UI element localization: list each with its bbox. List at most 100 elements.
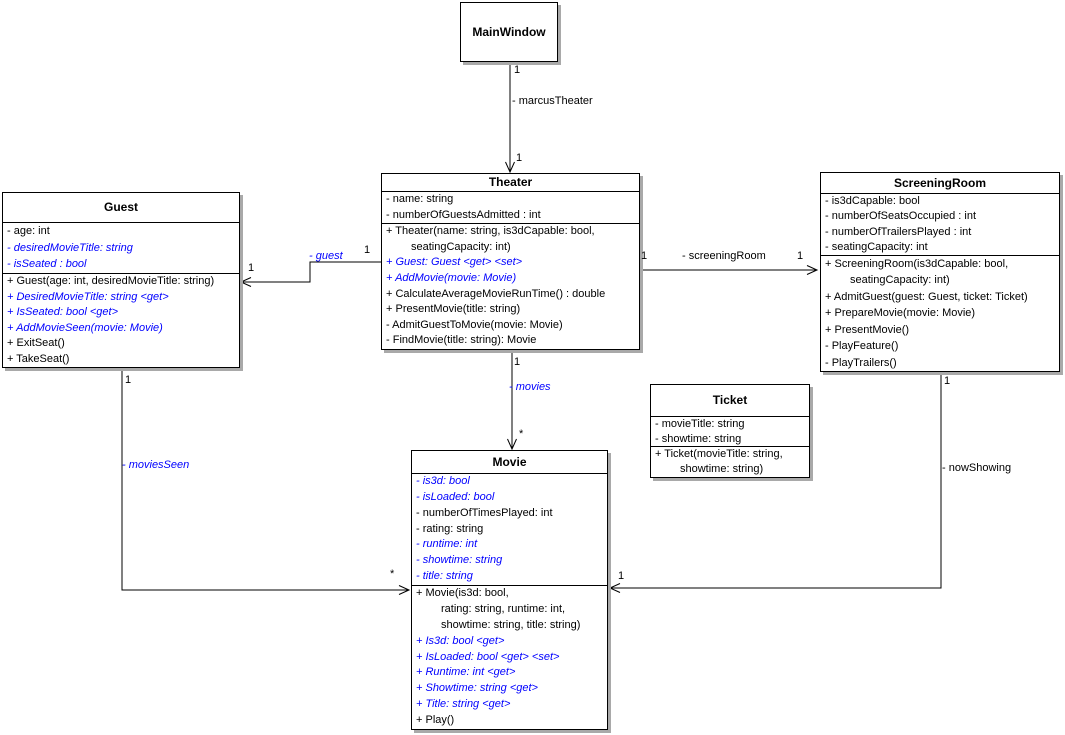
methods-compartment: + Movie(is3d: bool, rating: string, runti…: [412, 585, 607, 729]
connector-screeningroom-movie[interactable]: [610, 372, 942, 589]
method-row: - PlayTrailers(): [825, 356, 897, 369]
attribute-row: - numberOfTimesPlayed: int: [416, 506, 553, 519]
connector-label: - nowShowing: [942, 462, 1012, 474]
attributes-compartment: - is3dCapable: bool - numberOfSeatsOccupi…: [821, 193, 1059, 255]
method-row: + Showtime: string <get>: [416, 682, 538, 695]
method-row: + Guest: Guest <get> <set>: [386, 256, 523, 269]
method-row: showtime: string, title: string): [441, 618, 581, 631]
class-name: MainWindow: [472, 25, 546, 39]
method-row: + PresentMovie(title: string): [386, 303, 521, 316]
methods-compartment: + ScreeningRoom(is3dCapable: bool, seatin…: [821, 255, 1059, 371]
method-row: + IsSeated: bool <get>: [7, 306, 119, 318]
class-name: ScreeningRoom: [893, 176, 986, 190]
open-arrowhead-icon: [608, 583, 621, 593]
method-row: + AddMovieSeen(movie: Movie): [7, 321, 163, 334]
attributes-compartment: - name: string - numberOfGuestsAdmitted :…: [382, 191, 639, 223]
open-arrowhead-icon: [398, 585, 411, 595]
connector-label: 1: [944, 375, 951, 387]
attributes-compartment: - age: int - desiredMovieTitle: string - i…: [3, 222, 239, 273]
attribute-row: - movieTitle: string: [655, 418, 745, 430]
connector-label: 1: [364, 244, 371, 256]
class-name: Ticket: [712, 393, 748, 407]
attribute-row: - numberOfGuestsAdmitted : int: [386, 208, 541, 221]
connector-label: 1: [516, 152, 523, 164]
connector-label: 1: [618, 570, 625, 582]
connector-label: - marcusTheater: [512, 95, 593, 107]
attribute-row: - desiredMovieTitle: string: [7, 241, 133, 254]
attribute-row: - showtime: string: [655, 432, 742, 445]
method-row: + Runtime: int <get>: [416, 666, 516, 679]
method-row: + AdmitGuest(guest: Guest, ticket: Ticke…: [825, 290, 1028, 303]
class-ticket[interactable]: Ticket - movieTitle: string - showtime: st…: [650, 384, 810, 478]
method-row: + TakeSeat(): [7, 352, 70, 365]
class-screeningroom[interactable]: ScreeningRoom - is3dCapable: bool - number…: [820, 172, 1060, 372]
attribute-row: - numberOfTrailersPlayed : int: [825, 225, 972, 238]
method-row: + PresentMovie(): [825, 323, 910, 336]
class-guest[interactable]: Guest - age: int - desiredMovieTitle: stri…: [2, 192, 240, 368]
attribute-row: - age: int: [7, 225, 50, 237]
class-name: Theater: [488, 175, 533, 189]
method-row: rating: string, runtime: int,: [441, 602, 566, 615]
method-row: + Theater(name: string, is3dCapable: boo…: [386, 225, 595, 237]
connector-guest-movie[interactable]: [121, 368, 409, 591]
open-arrowhead-icon: [806, 265, 819, 275]
methods-compartment: + Guest(age: int, desiredMovieTitle: str…: [3, 273, 239, 367]
open-arrowhead-icon: [505, 161, 515, 174]
connector-label: 1: [797, 250, 804, 262]
methods-compartment: + Ticket(movieTitle: string, showtime: st…: [651, 446, 809, 477]
method-row: + PrepareMovie(movie: Movie): [825, 307, 976, 320]
attribute-row: - isSeated : bool: [7, 258, 87, 271]
attribute-row: - name: string: [386, 193, 454, 205]
class-movie[interactable]: Movie - is3d: bool - isLoaded: bool - numbe…: [411, 450, 608, 730]
connector-label: 1: [641, 250, 648, 262]
connector-label: - screeningRoom: [682, 250, 766, 262]
method-row: seatingCapacity: int): [850, 274, 950, 287]
attribute-row: - rating: string: [416, 522, 484, 535]
method-row: - PlayFeature(): [825, 340, 899, 353]
methods-compartment: + Theater(name: string, is3dCapable: boo…: [382, 223, 639, 349]
method-row: + AddMovie(movie: Movie): [386, 271, 517, 284]
method-row: + Guest(age: int, desiredMovieTitle: str…: [7, 275, 215, 287]
attribute-row: - showtime: string: [416, 554, 503, 567]
class-name: Guest: [103, 200, 138, 214]
method-row: showtime: string): [680, 463, 764, 475]
class-mainwindow[interactable]: MainWindow: [460, 2, 558, 62]
connector-label: - moviesSeen: [122, 459, 190, 471]
method-row: + ExitSeat(): [7, 337, 65, 349]
attribute-row: - runtime: int: [416, 538, 478, 551]
connector-label: 1: [514, 356, 521, 368]
connector-label: - guest: [309, 250, 343, 262]
attribute-row: - is3dCapable: bool: [825, 195, 920, 207]
method-row: + ScreeningRoom(is3dCapable: bool,: [825, 258, 1009, 270]
method-row: + Movie(is3d: bool,: [416, 587, 509, 599]
connector-label: - movies: [509, 381, 551, 393]
connector-label: *: [519, 428, 524, 440]
class-name: Movie: [492, 455, 527, 469]
method-row: + IsLoaded: bool <get> <set>: [416, 650, 560, 663]
open-arrowhead-icon: [507, 438, 517, 451]
attributes-compartment: - is3d: bool - isLoaded: bool - numberOfTi…: [412, 473, 607, 585]
attribute-row: - isLoaded: bool: [416, 490, 495, 503]
method-row: + Play(): [416, 714, 455, 726]
attributes-compartment: - movieTitle: string - showtime: string: [651, 416, 809, 446]
method-row: seatingCapacity: int): [411, 240, 511, 253]
connector-theater-guest[interactable]: [241, 261, 381, 283]
method-row: + Title: string <get>: [416, 698, 511, 711]
method-row: - AdmitGuestToMovie(movie: Movie): [386, 318, 563, 331]
open-arrowhead-icon: [239, 277, 252, 287]
connector-label: *: [390, 568, 395, 580]
attribute-row: - title: string: [416, 570, 473, 583]
attribute-row: - seatingCapacity: int: [825, 240, 928, 253]
class-theater[interactable]: Theater - name: string - numberOfGuestsAdm…: [381, 173, 640, 350]
attribute-row: - numberOfSeatsOccupied : int: [825, 210, 977, 223]
connector-label: 1: [248, 262, 255, 274]
connector-label: 1: [514, 64, 521, 76]
method-row: + Ticket(movieTitle: string,: [655, 448, 783, 460]
method-row: + Is3d: bool <get>: [416, 634, 505, 647]
method-row: + CalculateAverageMovieRunTime() : doubl…: [386, 287, 606, 300]
connector-label: 1: [125, 374, 132, 386]
method-row: + DesiredMovieTitle: string <get>: [7, 290, 169, 303]
attribute-row: - is3d: bool: [416, 475, 470, 487]
